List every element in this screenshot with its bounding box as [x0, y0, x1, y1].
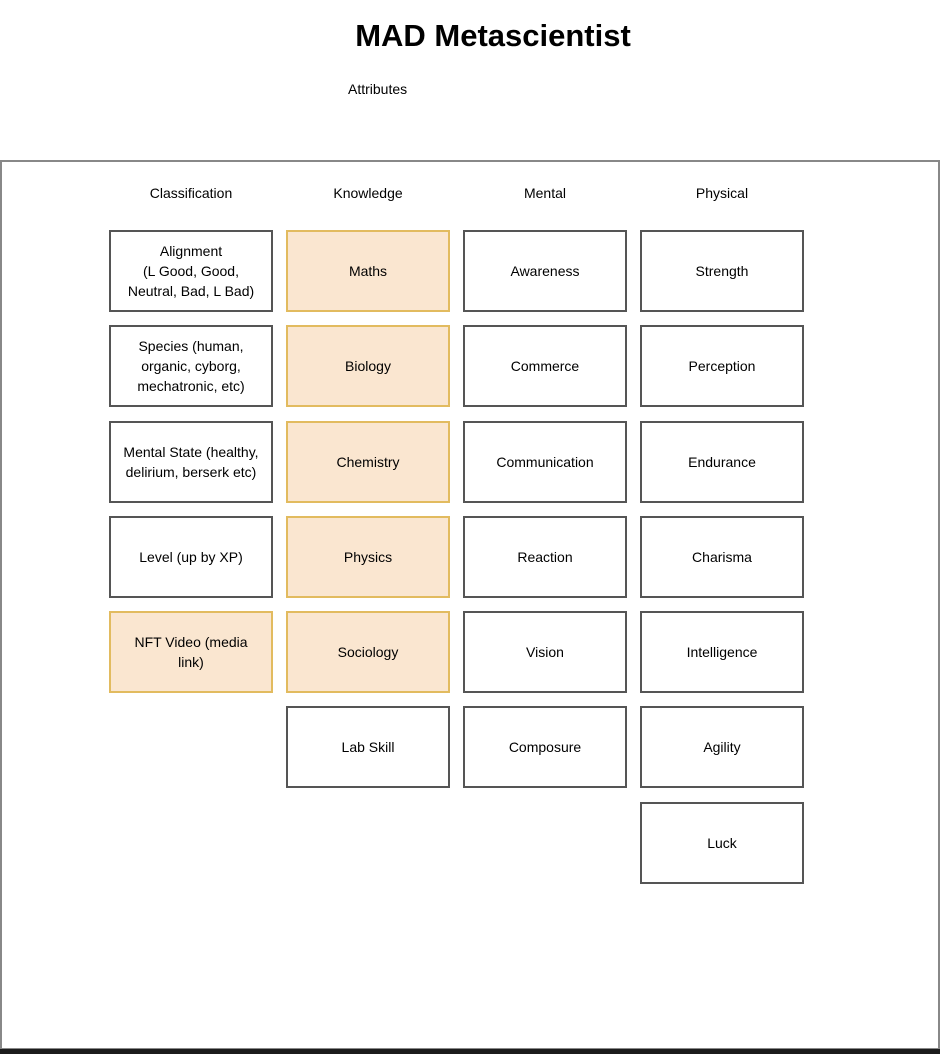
attribute-label: Commerce [510, 358, 580, 374]
attribute-box[interactable]: Luck [640, 802, 804, 884]
attribute-label: Alignment (L Good, Good, Neutral, Bad, L… [127, 243, 255, 299]
attribute-label: Biology [345, 358, 391, 374]
attribute-box[interactable]: Charisma [640, 516, 804, 598]
diagram-title: MAD Metascientist [355, 18, 631, 53]
attribute-label: Physics [343, 549, 393, 565]
attribute-box[interactable]: Reaction [463, 516, 627, 598]
attribute-label: Sociology [337, 644, 399, 660]
column-header: Mental [523, 185, 567, 201]
diagram-subtitle: Attributes [348, 81, 408, 97]
attribute-box[interactable]: Lab Skill [286, 706, 450, 788]
attribute-box[interactable]: Agility [640, 706, 804, 788]
attribute-label: Intelligence [686, 644, 758, 660]
attribute-box[interactable]: Awareness [463, 230, 627, 312]
attribute-box[interactable]: Perception [640, 325, 804, 407]
attribute-box[interactable]: Communication [463, 421, 627, 503]
attribute-label: Composure [508, 739, 582, 755]
attribute-label: Perception [688, 358, 756, 374]
attribute-box[interactable]: Endurance [640, 421, 804, 503]
attribute-label: Awareness [510, 263, 580, 279]
attribute-box[interactable]: Chemistry [286, 421, 450, 503]
attribute-label: Mental State (healthy, delirium, berserk… [123, 444, 259, 480]
attribute-box[interactable]: Mental State (healthy, delirium, berserk… [109, 421, 273, 503]
attribute-label: Luck [707, 835, 737, 851]
attribute-label: Endurance [688, 454, 756, 470]
attribute-label: Maths [348, 263, 388, 279]
attribute-box[interactable]: Vision [463, 611, 627, 693]
attribute-label: Reaction [517, 549, 573, 565]
attribute-label: Communication [496, 454, 594, 470]
attribute-label: NFT Video (media link) [134, 634, 248, 670]
attribute-label: Charisma [692, 549, 752, 565]
attribute-box[interactable]: Maths [286, 230, 450, 312]
attribute-box[interactable]: Physics [286, 516, 450, 598]
attribute-box[interactable]: NFT Video (media link) [109, 611, 273, 693]
attribute-box[interactable]: Alignment (L Good, Good, Neutral, Bad, L… [109, 230, 273, 312]
attribute-box[interactable]: Biology [286, 325, 450, 407]
attribute-label: Vision [526, 644, 564, 660]
attribute-label: Lab Skill [341, 739, 395, 755]
attribute-box[interactable]: Strength [640, 230, 804, 312]
attribute-box[interactable]: Level (up by XP) [109, 516, 273, 598]
attribute-label: Species (human, organic, cyborg, mechatr… [137, 338, 245, 394]
attribute-box[interactable]: Sociology [286, 611, 450, 693]
attribute-box[interactable]: Composure [463, 706, 627, 788]
attribute-label: Agility [703, 739, 741, 755]
window-bottom-edge [0, 1049, 940, 1054]
column-header: Classification [149, 185, 233, 201]
attribute-box[interactable]: Commerce [463, 325, 627, 407]
column-header: Knowledge [333, 185, 403, 201]
attribute-label: Strength [695, 263, 749, 279]
attribute-label: Level (up by XP) [139, 549, 243, 565]
attribute-box[interactable]: Intelligence [640, 611, 804, 693]
attribute-label: Chemistry [336, 454, 400, 470]
column-header: Physical [695, 185, 749, 201]
attribute-box[interactable]: Species (human, organic, cyborg, mechatr… [109, 325, 273, 407]
